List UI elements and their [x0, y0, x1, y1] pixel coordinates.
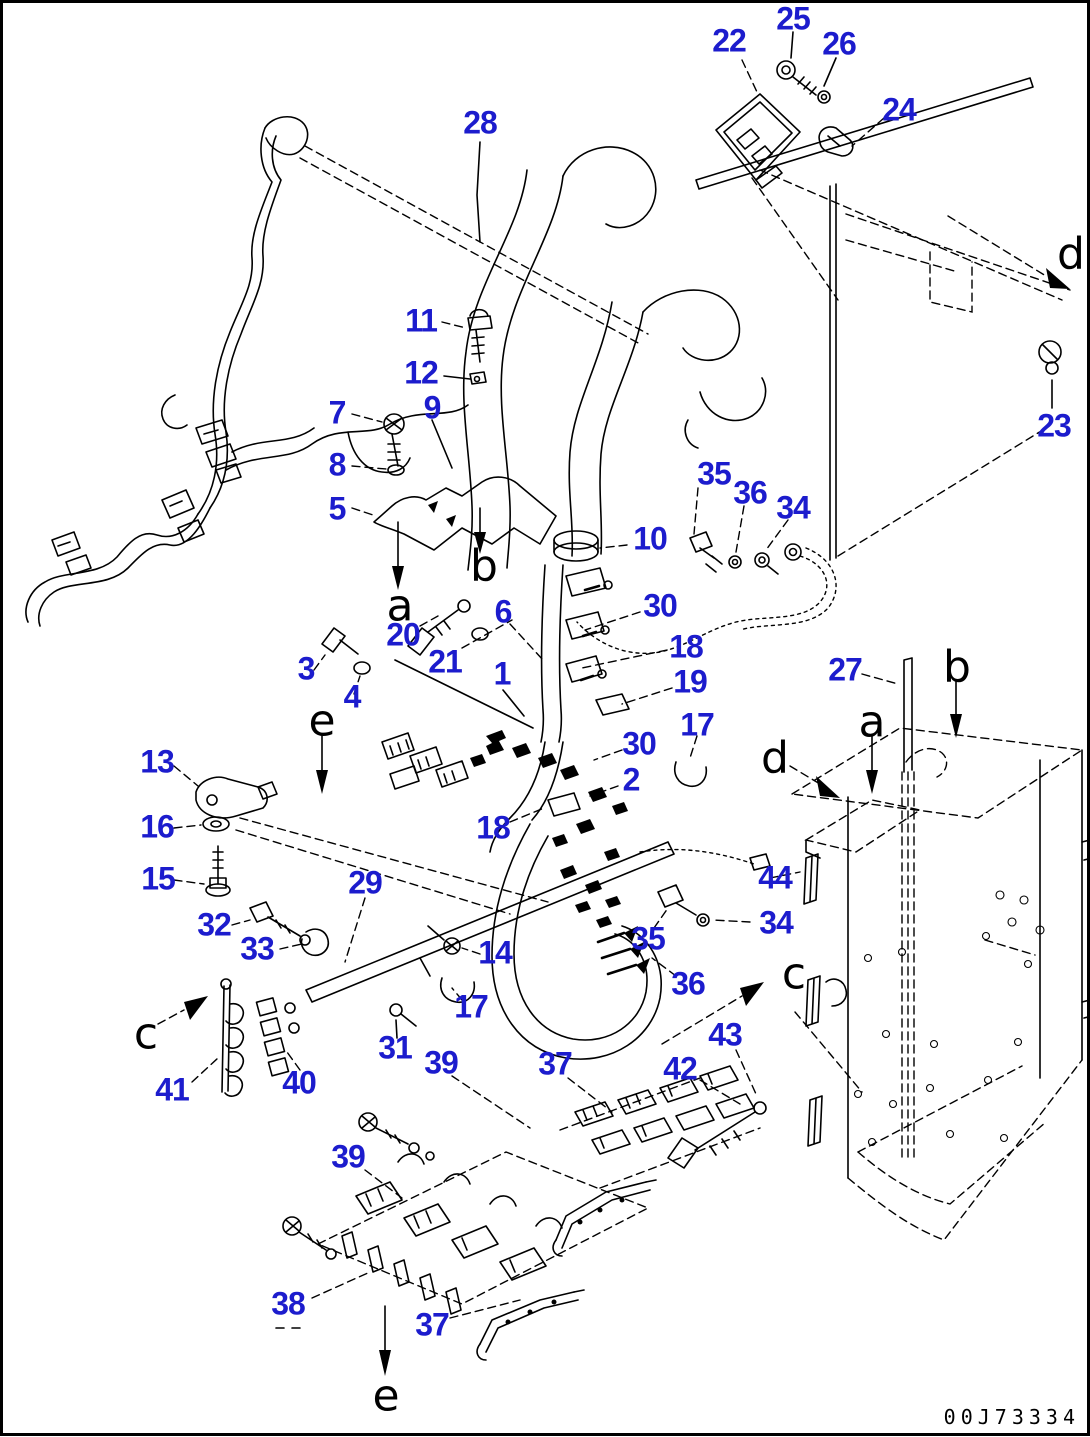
view-label-c: c [133, 1008, 159, 1060]
leader-lines [173, 31, 899, 1319]
part-label-13: 13 [140, 743, 175, 780]
support-bar-29 [305, 841, 675, 1027]
part-label-22: 22 [712, 22, 747, 59]
fuse-blocks-bottom [275, 1065, 761, 1361]
fastener-group-3-4-20-21 [321, 599, 489, 675]
view-arrows [157, 215, 1070, 1376]
part-label-35: 35 [631, 920, 666, 957]
part-label-5: 5 [328, 490, 347, 527]
part-label-34: 34 [776, 489, 811, 526]
left-parts-13-16-15 [195, 776, 278, 897]
part-label-39: 39 [331, 1138, 366, 1175]
top-right-panel-edge [695, 60, 1071, 561]
bracket-plate-5-9 [373, 476, 557, 551]
fasteners-top [383, 308, 493, 476]
part-label-30: 30 [622, 725, 657, 762]
part-label-18: 18 [669, 628, 704, 665]
left-parts-32-33-40-41 [220, 901, 330, 1097]
view-label-b: b [470, 540, 498, 592]
part-label-43: 43 [708, 1016, 743, 1053]
view-label-a: a [858, 696, 886, 748]
part-label-6: 6 [494, 593, 513, 630]
part-label-44: 44 [758, 859, 793, 896]
part-label-4: 4 [343, 678, 362, 715]
main-harness-trunk [381, 564, 771, 1060]
part-label-20: 20 [386, 616, 421, 653]
view-label-e: e [308, 695, 336, 747]
view-label-c: c [781, 948, 807, 1000]
part-label-24: 24 [882, 91, 917, 128]
part-label-27: 27 [828, 651, 863, 688]
view-label-d: d [761, 732, 789, 784]
part-label-17: 17 [454, 988, 489, 1025]
part-label-38: 38 [271, 1285, 306, 1322]
part-label-42: 42 [663, 1050, 698, 1087]
harness-top-left [25, 116, 649, 627]
part-label-16: 16 [140, 808, 175, 845]
part-label-2: 2 [622, 761, 641, 798]
part-label-1: 1 [493, 655, 512, 692]
part-label-7: 7 [328, 394, 347, 431]
part-label-39: 39 [424, 1044, 459, 1081]
view-label-a: a [386, 580, 414, 632]
part-label-29: 29 [348, 864, 383, 901]
view-label-e: e [372, 1370, 400, 1422]
part-label-30: 30 [643, 587, 678, 624]
part-label-35: 35 [697, 455, 732, 492]
part-label-10: 10 [633, 520, 668, 557]
part-label-18: 18 [476, 809, 511, 846]
part-label-37: 37 [415, 1306, 450, 1343]
drawing-number: 00J73334 [943, 1405, 1080, 1429]
part-label-31: 31 [378, 1029, 413, 1066]
part-label-33: 33 [240, 930, 275, 967]
part-label-37: 37 [538, 1045, 573, 1082]
part-label-9: 9 [423, 389, 442, 426]
part-label-3: 3 [297, 650, 316, 687]
part-label-12: 12 [404, 354, 439, 391]
part-label-40: 40 [282, 1064, 317, 1101]
part-label-36: 36 [733, 474, 768, 511]
ground-wire-group [576, 531, 837, 654]
part-label-41: 41 [155, 1071, 190, 1108]
right-panel-box [789, 657, 1090, 1241]
part-label-14: 14 [478, 934, 513, 971]
part-label-25: 25 [776, 0, 811, 37]
part-label-26: 26 [822, 25, 857, 62]
part-label-28: 28 [463, 104, 498, 141]
part-label-36: 36 [671, 965, 706, 1002]
part-label-15: 15 [141, 860, 176, 897]
tube-bundle [462, 146, 767, 571]
part-label-23: 23 [1037, 407, 1072, 444]
part-label-17: 17 [680, 706, 715, 743]
part-label-11: 11 [405, 302, 438, 339]
part-label-21: 21 [428, 643, 463, 680]
part-label-34: 34 [759, 904, 794, 941]
part-label-32: 32 [197, 906, 232, 943]
view-label-b: b [943, 641, 971, 693]
part-label-19: 19 [673, 663, 708, 700]
part-label-8: 8 [328, 446, 347, 483]
view-label-d: d [1057, 228, 1085, 280]
